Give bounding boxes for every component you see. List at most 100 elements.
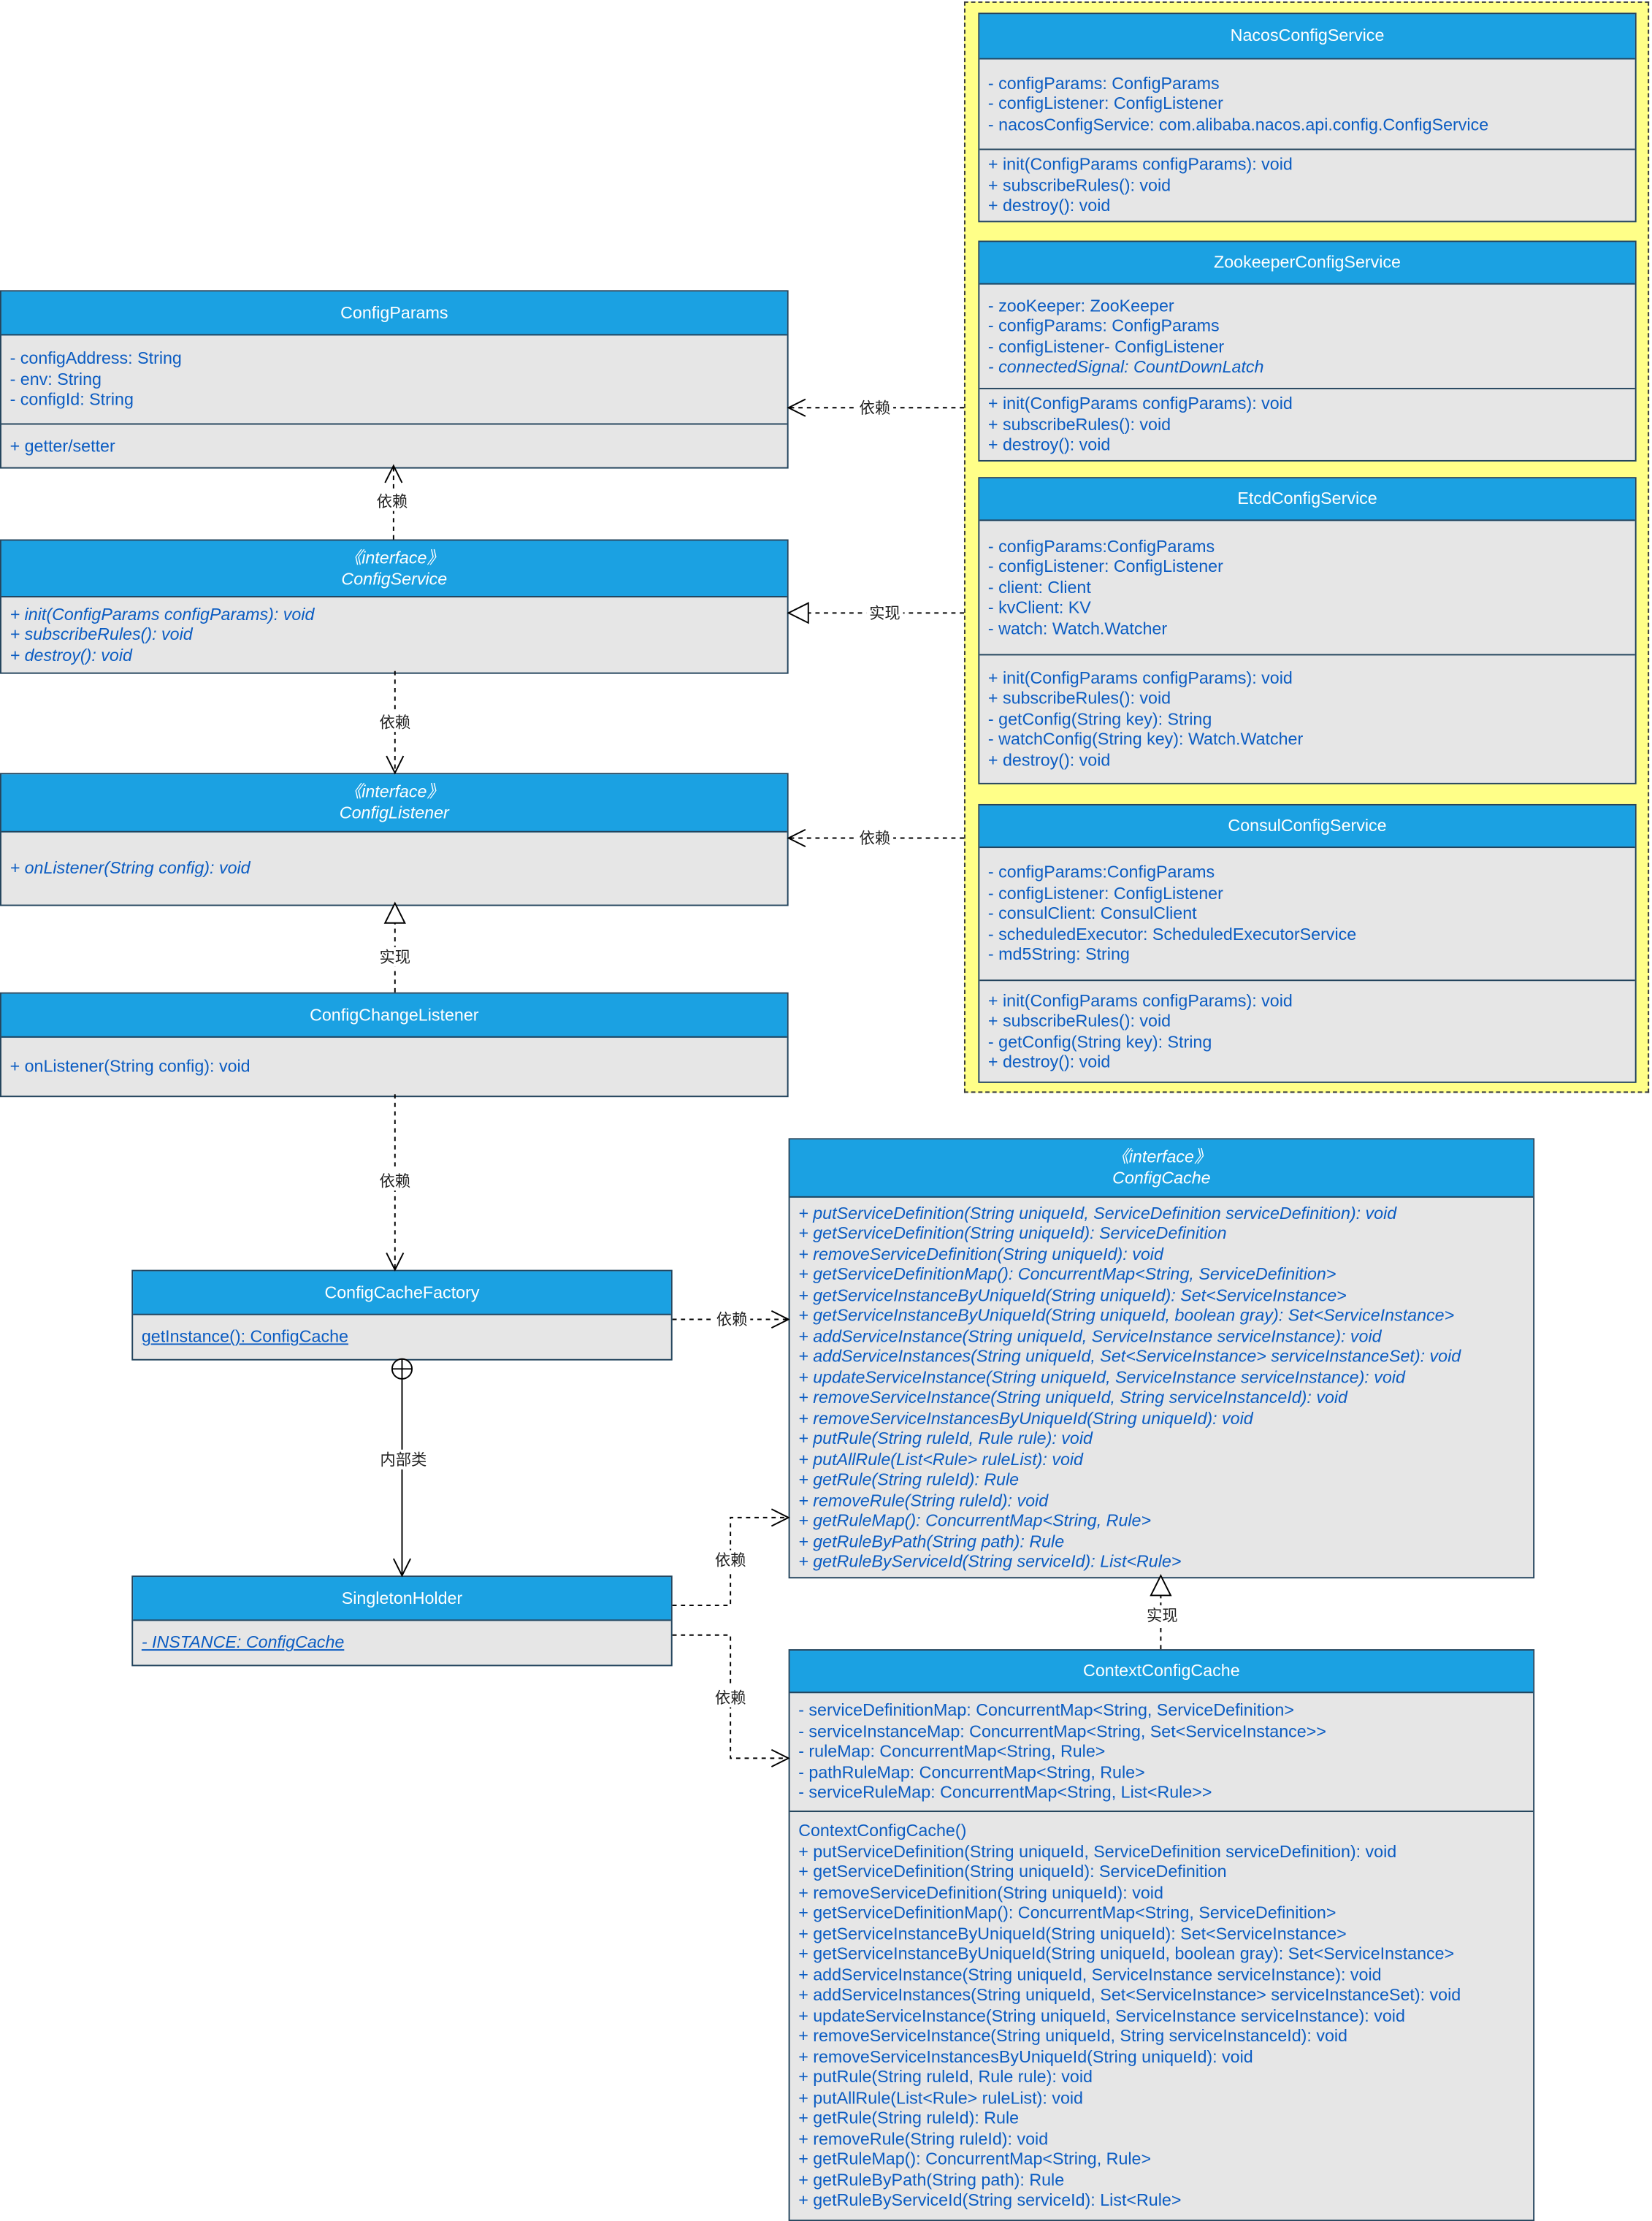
open-arrow-icon <box>386 1252 405 1272</box>
member: - serviceDefinitionMap: ConcurrentMap<St… <box>798 1700 1294 1721</box>
class-name: ConfigCacheFactory <box>324 1282 480 1302</box>
relation-change-listener[interactable]: 实现 <box>376 901 413 993</box>
relation-change-factory[interactable]: 依赖 <box>376 1094 413 1272</box>
member: + removeServiceDefinition(String uniqueI… <box>798 1882 1163 1903</box>
relation-label: 依赖 <box>379 1172 410 1190</box>
open-arrow-icon <box>392 1558 411 1578</box>
class-change[interactable]: ConfigChangeListener + onListener(String … <box>0 992 789 1098</box>
class-listener[interactable]: 《interface》ConfigListener + onListener(St… <box>0 773 789 906</box>
relation-factory-holder[interactable]: 内部类 <box>376 1358 431 1578</box>
relation-group-service[interactable]: 实现 <box>787 602 964 624</box>
member: - serviceRuleMap: ConcurrentMap<String, … <box>798 1782 1212 1803</box>
member: - configListener: ConfigListener <box>987 883 1223 903</box>
member: + subscribeRules(): void <box>9 624 193 645</box>
stereotype: 《interface》 <box>344 781 444 802</box>
member: + getRuleByServiceId(String serviceId): … <box>798 1551 1182 1572</box>
member: + addServiceInstance(String uniqueId, Se… <box>798 1964 1382 1985</box>
member: - INSTANCE: ConfigCache <box>141 1632 345 1653</box>
class-service[interactable]: 《interface》ConfigService+ init(ConfigPar… <box>0 539 789 674</box>
class-consul[interactable]: ConsulConfigService- configParams:Config… <box>978 803 1637 1083</box>
relation-label: 依赖 <box>377 493 408 511</box>
relation-label: 实现 <box>869 605 900 622</box>
label-background <box>376 947 413 967</box>
member: + getRuleMap(): ConcurrentMap<String, Ru… <box>798 2149 1152 2169</box>
member: + getServiceInstanceByUniqueId(String un… <box>798 1285 1347 1305</box>
member: - watchConfig(String key): Watch.Watcher <box>987 729 1304 749</box>
member: - scheduledExecutor: ScheduledExecutorSe… <box>987 924 1357 944</box>
label-background <box>856 397 894 418</box>
methods-section: + init(ConfigParams configParams): void+… <box>1 597 787 673</box>
member: + removeServiceInstancesByUniqueId(Strin… <box>798 1407 1253 1428</box>
relation-context-cache[interactable]: 实现 <box>1144 1574 1181 1650</box>
class-name: ConfigListener <box>339 803 449 823</box>
member: + putServiceDefinition(String uniqueId, … <box>798 1202 1397 1223</box>
class-header: 《interface》ConfigListener <box>1 774 787 833</box>
member: + getServiceInstanceByUniqueId(String un… <box>798 1943 1455 1964</box>
relation-factory-cache[interactable]: 依赖 <box>672 1309 790 1330</box>
label-background <box>711 1687 749 1708</box>
hollow-triangle-arrow-icon <box>787 602 809 624</box>
member: - getConfig(String key): String <box>987 708 1212 729</box>
member: + removeServiceInstancesByUniqueId(Strin… <box>798 2046 1253 2067</box>
relation-group-listener[interactable]: 依赖 <box>787 827 964 849</box>
label-background <box>376 1449 431 1469</box>
relation-holder-cache[interactable]: 依赖 <box>672 1508 790 1607</box>
label-background <box>373 491 411 511</box>
member: + destroy(): void <box>987 435 1111 455</box>
member: + addServiceInstances(String uniqueId, S… <box>798 1984 1461 2006</box>
relation-service-listener[interactable]: 依赖 <box>376 670 413 775</box>
class-name: ZookeeperConfigService <box>1214 252 1401 272</box>
member: + getServiceInstanceByUniqueId(String un… <box>798 1923 1347 1943</box>
methods-section: ContextConfigCache()+ putServiceDefiniti… <box>789 1811 1534 2220</box>
member: - ruleMap: ConcurrentMap<String, Rule> <box>798 1741 1106 1762</box>
relation-service-params[interactable]: 依赖 <box>373 464 411 540</box>
member: + putRule(String ruleId, Rule rule): voi… <box>798 1428 1093 1448</box>
stereotype: 《interface》 <box>1112 1147 1212 1167</box>
member: + getServiceDefinition(String uniqueId):… <box>798 1862 1227 1882</box>
class-header: 《interface》ConfigService <box>1 540 787 597</box>
class-header: ContextConfigCache <box>789 1651 1534 1694</box>
open-arrow-icon <box>770 1508 790 1527</box>
class-cache[interactable]: 《interface》ConfigCache + putServiceDefini… <box>788 1138 1535 1579</box>
relation-holder-context[interactable]: 依赖 <box>672 1634 790 1767</box>
class-name: ConfigCache <box>1112 1168 1211 1188</box>
class-header: ConfigCacheFactory <box>133 1271 671 1315</box>
class-zk[interactable]: ZookeeperConfigService- zooKeeper: ZooKe… <box>978 240 1637 462</box>
label-background <box>1144 1605 1181 1626</box>
member: + onListener(String config): void <box>9 1056 251 1077</box>
class-nacos[interactable]: NacosConfigService- configParams: Config… <box>978 12 1637 223</box>
label-background <box>856 827 894 849</box>
methods-section: + init(ConfigParams configParams): void+… <box>979 979 1635 1082</box>
attributes-section: - configParams: ConfigParams- configList… <box>979 59 1634 148</box>
class-name: ConfigParams <box>340 302 448 322</box>
class-etcd[interactable]: EtcdConfigService- configParams:ConfigPa… <box>978 477 1637 784</box>
class-holder[interactable]: SingletonHolder- INSTANCE: ConfigCache <box>131 1575 673 1667</box>
member: + onListener(String config): void <box>9 858 251 879</box>
methods-section: + putServiceDefinition(String uniqueId, … <box>790 1198 1534 1577</box>
member: - consulClient: ConsulClient <box>987 903 1197 924</box>
relation-group-params[interactable]: 依赖 <box>787 397 964 418</box>
member: + addServiceInstances(String uniqueId, S… <box>798 1346 1461 1366</box>
member: + getServiceDefinition(String uniqueId):… <box>798 1223 1227 1243</box>
open-arrow-icon <box>787 828 806 847</box>
label-background <box>376 1170 413 1191</box>
member: + getRuleByServiceId(String serviceId): … <box>798 2190 1182 2211</box>
open-arrow-icon <box>770 1748 790 1767</box>
class-name: ConfigChangeListener <box>310 1004 479 1025</box>
class-context[interactable]: ContextConfigCache - serviceDefinitionMap… <box>788 1649 1535 2221</box>
member: + putServiceDefinition(String uniqueId, … <box>798 1841 1397 1862</box>
stereotype: 《interface》 <box>344 547 444 567</box>
member: - configListener: ConfigListener <box>987 93 1223 114</box>
methods-section: + onListener(String config): void <box>1 833 787 905</box>
relation-label: 依赖 <box>860 830 891 847</box>
class-name: ConsulConfigService <box>1228 815 1387 836</box>
class-params[interactable]: ConfigParams- configAddress: String- env… <box>0 290 789 469</box>
relation-label: 依赖 <box>716 1311 748 1329</box>
member: + getServiceDefinitionMap(): ConcurrentM… <box>798 1264 1336 1285</box>
methods-section: + init(ConfigParams configParams): void+… <box>979 654 1635 782</box>
class-name: EtcdConfigService <box>1237 488 1377 508</box>
member: + init(ConfigParams configParams): void <box>987 668 1293 688</box>
member: + getRuleByPath(String path): Rule <box>798 1531 1065 1551</box>
